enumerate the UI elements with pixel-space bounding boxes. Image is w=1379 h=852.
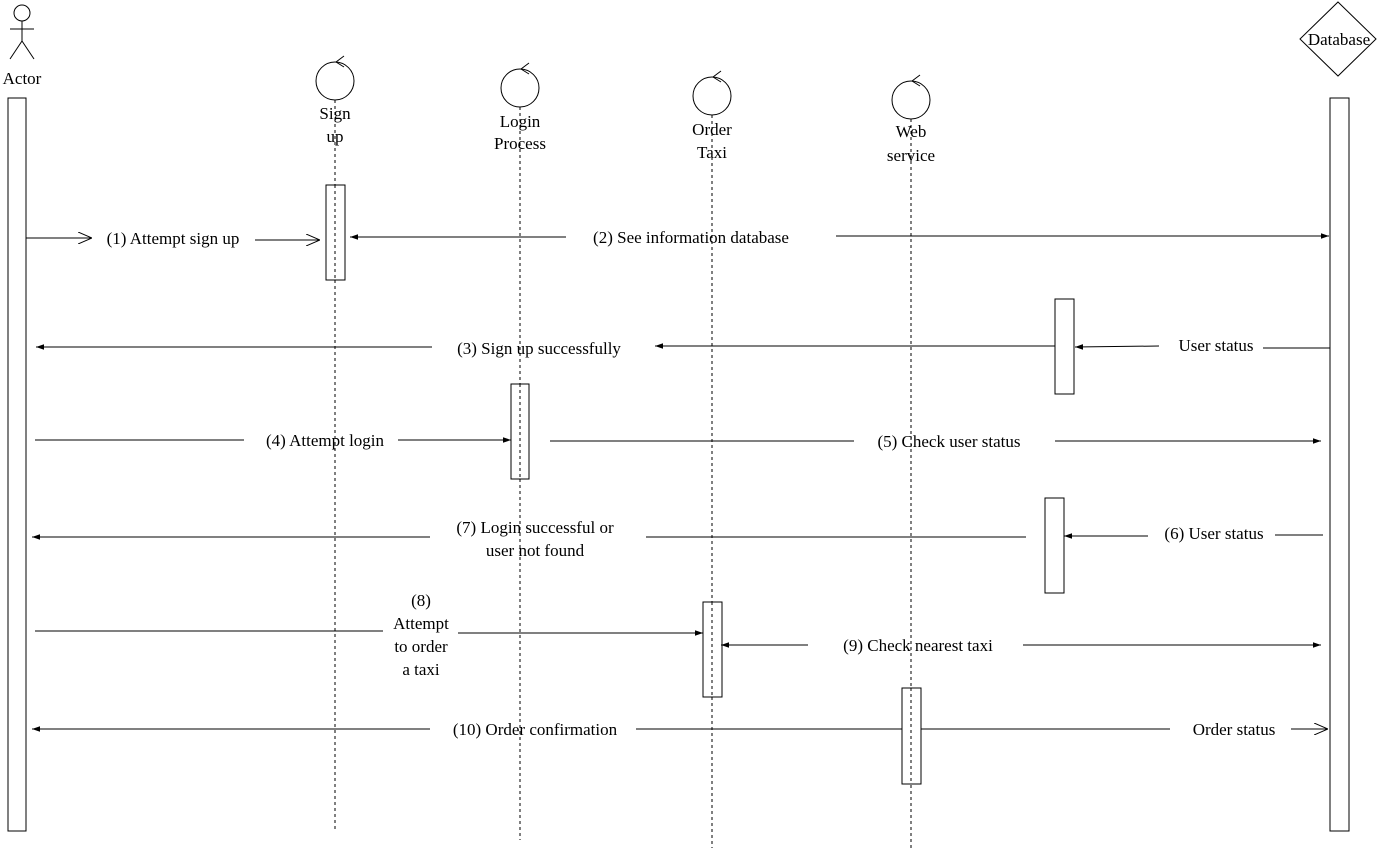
database-label: Database	[1308, 30, 1370, 49]
order-taxi-control-icon	[692, 70, 732, 116]
message-9-label: (9) Check nearest taxi	[843, 636, 993, 655]
message-10-order-status[interactable]: Order status	[921, 720, 1328, 739]
message-3-user-status[interactable]: User status	[1074, 336, 1330, 355]
message-10[interactable]: (10) Order confirmation	[32, 720, 902, 739]
message-3-label: (3) Sign up successfully	[457, 339, 621, 358]
message-2-label: (2) See information database	[593, 228, 789, 247]
message-5-label: (5) Check user status	[877, 432, 1020, 451]
message-3-user-status-label: User status	[1178, 336, 1253, 355]
message-8-label-line2: Attempt	[393, 614, 449, 633]
database-diamond-icon	[1299, 1, 1377, 77]
message-8-label-line4: a taxi	[402, 660, 440, 679]
message-7[interactable]: (7) Login successful or user not found	[32, 518, 1026, 560]
message-6[interactable]: (6) User status	[1064, 524, 1323, 543]
message-9[interactable]: (9) Check nearest taxi	[721, 636, 1321, 655]
message-1-label: (1) Attempt sign up	[107, 229, 240, 248]
database-lifeline-bar	[1329, 97, 1350, 832]
message-10-order-status-label: Order status	[1193, 720, 1276, 739]
web-service-control-icon	[891, 74, 931, 120]
message-3[interactable]: (3) Sign up successfully	[36, 339, 1055, 358]
message-10-label: (10) Order confirmation	[453, 720, 618, 739]
message-8-label-line3: to order	[394, 637, 448, 656]
web-status-activation-1	[1054, 298, 1075, 395]
actor-lifeline-bar	[7, 97, 27, 832]
actor-participant[interactable]: Actor	[3, 4, 42, 88]
message-1[interactable]: (1) Attempt sign up	[26, 229, 320, 248]
signup-control-icon	[315, 55, 355, 101]
message-7-label-line2: user not found	[486, 541, 585, 560]
actor-stick-figure-icon	[9, 4, 35, 60]
message-5[interactable]: (5) Check user status	[550, 432, 1321, 451]
message-8-label-line1: (8)	[411, 591, 431, 610]
message-4-label: (4) Attempt login	[266, 431, 385, 450]
message-7-label-line1: (7) Login successful or	[456, 518, 614, 537]
message-2[interactable]: (2) See information database	[350, 228, 1329, 247]
login-process-control-icon	[500, 62, 540, 108]
message-8[interactable]: (8) Attempt to order a taxi	[35, 591, 703, 679]
actor-label: Actor	[3, 69, 42, 88]
web-status-activation-2	[1044, 497, 1065, 594]
message-6-label: (6) User status	[1164, 524, 1263, 543]
database-participant[interactable]: Database	[1299, 1, 1377, 77]
message-4[interactable]: (4) Attempt login	[35, 431, 511, 450]
